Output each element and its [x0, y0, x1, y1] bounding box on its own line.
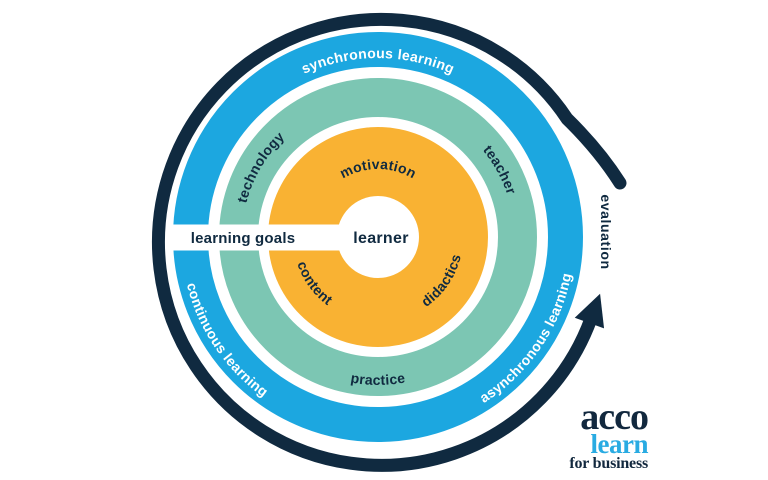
- acco-learn-logo: acco learn for business: [569, 396, 649, 473]
- goal-band: [161, 224, 379, 251]
- logo-product: learn: [590, 429, 649, 459]
- label-learning-goals: learning goals: [191, 230, 296, 247]
- label-evaluation: evaluation: [598, 194, 614, 269]
- label-practice: practice: [350, 370, 407, 388]
- label-learner: learner: [353, 230, 408, 247]
- logo-tagline: for business: [569, 455, 648, 472]
- logo-brand: acco: [580, 396, 649, 438]
- evaluation-cycle-arrow: [151, 12, 627, 472]
